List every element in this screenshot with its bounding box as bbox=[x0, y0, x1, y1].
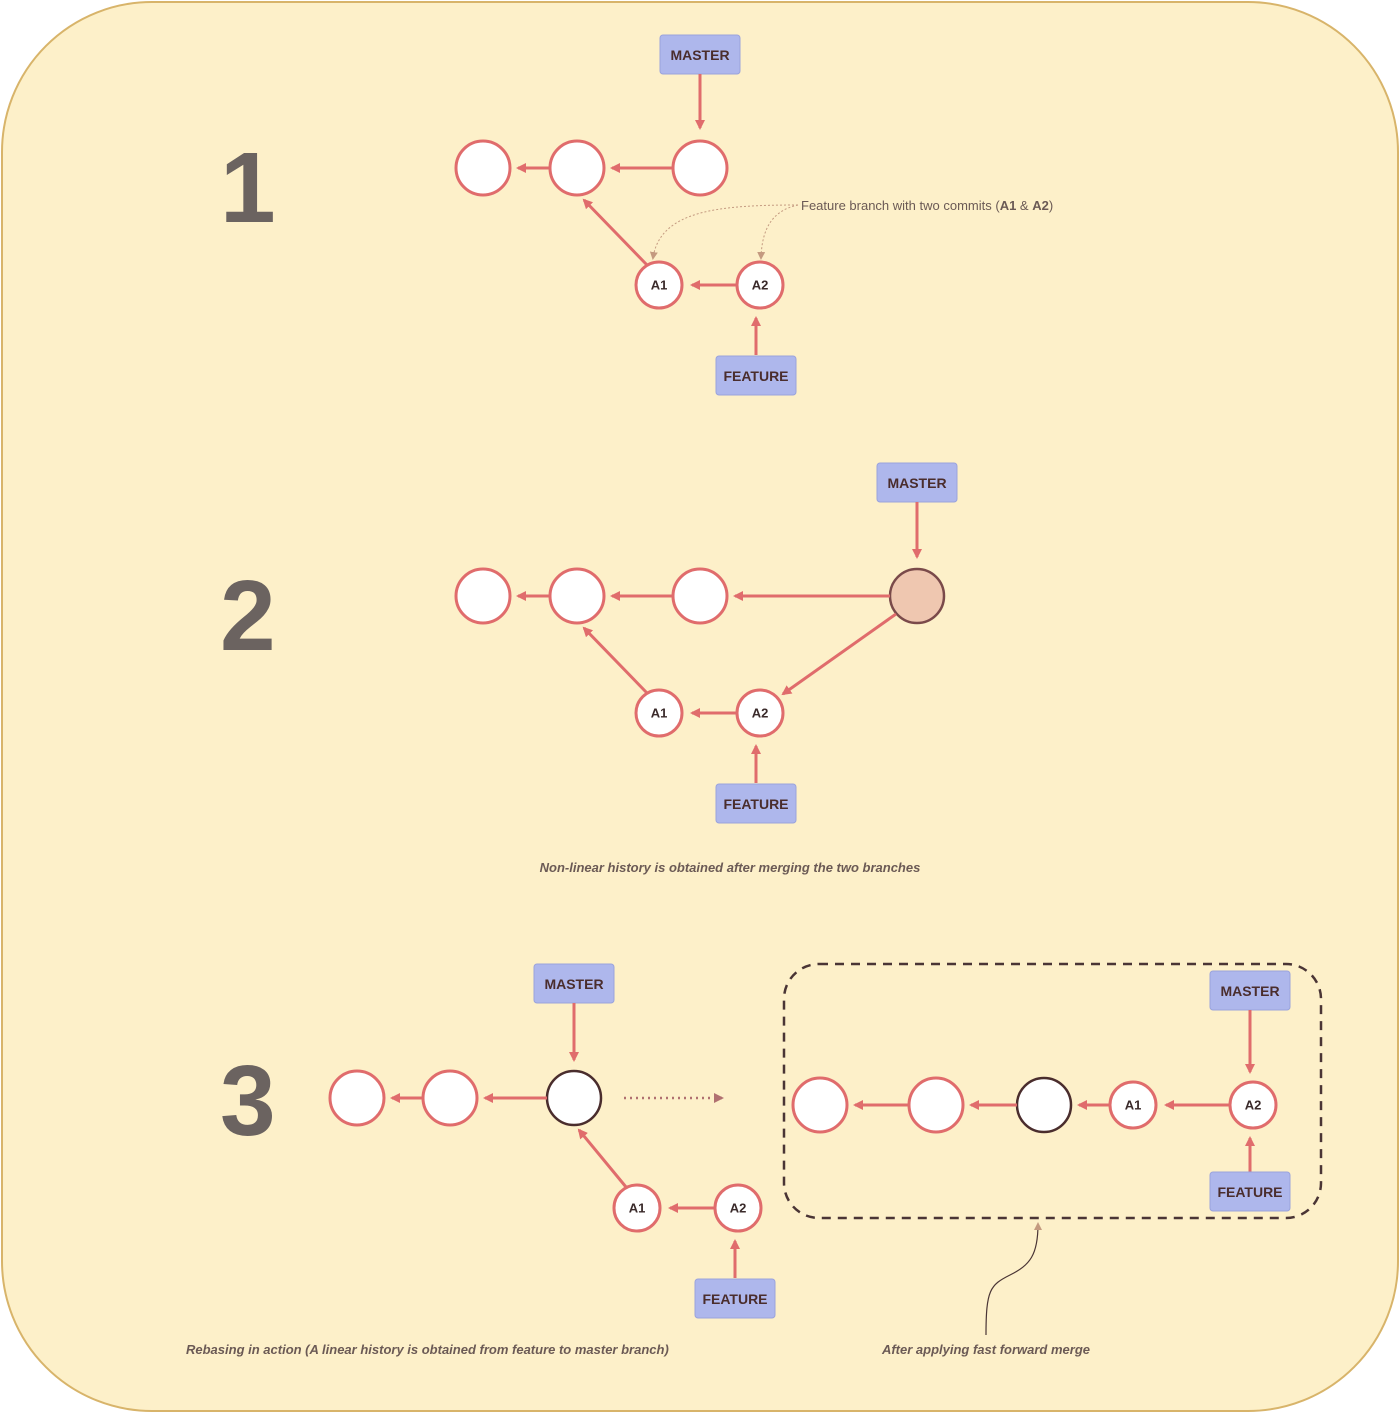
commit-node bbox=[548, 567, 606, 625]
feature-label-3: FEATURE bbox=[694, 1278, 776, 1319]
commit-a2-label: A2 bbox=[752, 706, 769, 721]
commit-node bbox=[907, 1076, 965, 1134]
commit-a2: A2 bbox=[713, 1183, 763, 1233]
base-commit-node bbox=[545, 1069, 603, 1127]
nonlinear-caption: Non-linear history is obtained after mer… bbox=[540, 860, 921, 875]
step-2: 2 MASTER A1 A2 FEATURE Non-linear hist bbox=[220, 462, 958, 875]
commit-a2: A2 bbox=[735, 260, 785, 310]
master-label-1: MASTER bbox=[659, 34, 741, 75]
commit-a2: A2 bbox=[1228, 1080, 1278, 1130]
commit-a2: A2 bbox=[735, 688, 785, 738]
note-prefix: Feature branch with two commits ( bbox=[801, 198, 1000, 213]
commit-node bbox=[328, 1069, 386, 1127]
feature-label-4: FEATURE bbox=[1209, 1171, 1291, 1212]
commit-node bbox=[634, 260, 684, 310]
note-amp: & bbox=[1016, 198, 1032, 213]
commit-node bbox=[671, 139, 729, 197]
fast-forward-connector bbox=[985, 1222, 1042, 1336]
feature-label-text: FEATURE bbox=[723, 796, 788, 812]
fast-forward-frame bbox=[782, 962, 1323, 1220]
commit-a1-label: A1 bbox=[651, 706, 668, 721]
master-label-text: MASTER bbox=[544, 976, 603, 992]
commit-a1-label: A1 bbox=[651, 278, 668, 293]
step-1: 1 MASTER A1 A2 FEATURE Feature branch bbox=[220, 34, 1053, 396]
merge-commit-node bbox=[888, 567, 946, 625]
commit-node bbox=[454, 139, 512, 197]
rebasing-caption: Rebasing in action (A linear history is … bbox=[186, 1342, 669, 1357]
commit-node bbox=[612, 1183, 662, 1233]
master-label-4: MASTER bbox=[1209, 970, 1291, 1011]
feature-label-text: FEATURE bbox=[702, 1291, 767, 1307]
master-label-text: MASTER bbox=[1220, 983, 1279, 999]
branch-box bbox=[1209, 1171, 1291, 1212]
note-a2: A2 bbox=[1032, 198, 1049, 213]
fast-forward-caption: After applying fast forward merge bbox=[881, 1342, 1090, 1357]
branch-box bbox=[715, 355, 797, 396]
feature-label-2: FEATURE bbox=[715, 783, 797, 824]
step-number-1: 1 bbox=[220, 132, 276, 244]
branch-box bbox=[715, 783, 797, 824]
feature-branch-note: Feature branch with two commits (A1 & A2… bbox=[801, 198, 1053, 213]
commit-node bbox=[454, 567, 512, 625]
commit-a2-label: A2 bbox=[752, 278, 769, 293]
master-label-3: MASTER bbox=[533, 963, 615, 1004]
commit-a2-label: A2 bbox=[730, 1201, 747, 1216]
commit-node bbox=[548, 139, 606, 197]
commit-a1-label: A1 bbox=[1125, 1098, 1142, 1113]
commit-a1-label: A1 bbox=[629, 1201, 646, 1216]
feature-label-text: FEATURE bbox=[723, 368, 788, 384]
feature-label-text: FEATURE bbox=[1217, 1184, 1282, 1200]
feature-label-1: FEATURE bbox=[715, 355, 797, 396]
edge bbox=[781, 612, 897, 696]
step-3: 3 MASTER A1 A2 FEATURE bbox=[186, 962, 1323, 1357]
note-suffix: ) bbox=[1049, 198, 1053, 213]
commit-a1: A1 bbox=[634, 260, 684, 310]
step-number-2: 2 bbox=[220, 560, 276, 672]
base-commit-node bbox=[1015, 1076, 1073, 1134]
commit-node bbox=[421, 1069, 479, 1127]
step-number-3: 3 bbox=[220, 1045, 276, 1157]
master-label-2: MASTER bbox=[876, 462, 958, 503]
edge bbox=[582, 198, 649, 267]
commit-a1: A1 bbox=[1108, 1080, 1158, 1130]
branch-box bbox=[694, 1278, 776, 1319]
edge bbox=[577, 1128, 628, 1188]
commit-node bbox=[791, 1076, 849, 1134]
commit-node bbox=[671, 567, 729, 625]
edge bbox=[582, 626, 649, 695]
commit-node bbox=[634, 688, 684, 738]
commit-a1: A1 bbox=[634, 688, 684, 738]
commit-a1: A1 bbox=[612, 1183, 662, 1233]
commit-a2-label: A2 bbox=[1245, 1098, 1262, 1113]
master-label-text: MASTER bbox=[887, 475, 946, 491]
master-label-text: MASTER bbox=[670, 47, 729, 63]
note-a1: A1 bbox=[1000, 198, 1017, 213]
